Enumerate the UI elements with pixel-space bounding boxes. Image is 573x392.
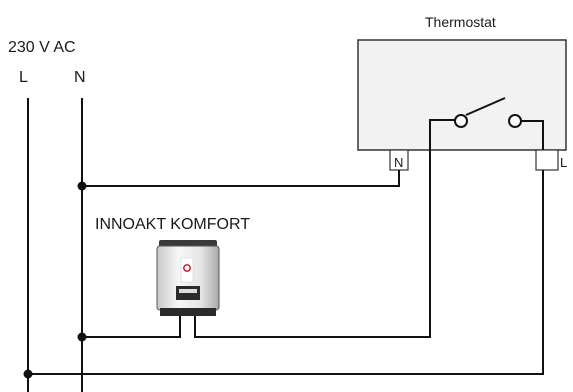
terminal-l-label: L [560,155,567,170]
l-to-thermostat-wire [28,170,544,375]
switch-contact-left [454,114,468,128]
actuator-n-wire [82,316,181,338]
junction-n-thermostat [77,181,87,191]
actuator-base [160,308,216,316]
thermostat-title: Thermostat [425,14,496,30]
thermostat-box [357,39,567,151]
terminal-n-label: N [394,155,403,170]
switch-lever [465,97,506,116]
actuator-device [156,240,220,316]
actuator-switched-wire [194,152,431,338]
actuator-logo-panel [180,257,194,283]
junction-n-actuator [77,332,87,342]
thermostat-switch [429,97,544,152]
actuator-title: INNOAKT KOMFORT [95,216,250,233]
actuator-logo-icon [183,264,191,272]
supply-neutral-label: N [74,69,86,86]
switch-contact-right [508,114,522,128]
supply-title: 230 V AC [8,39,76,56]
n-to-thermostat-wire [82,170,400,187]
thermostat-terminal-l [535,149,559,171]
supply-line-label: L [19,69,28,86]
junction-l [23,369,33,379]
actuator-indicator [179,289,197,293]
